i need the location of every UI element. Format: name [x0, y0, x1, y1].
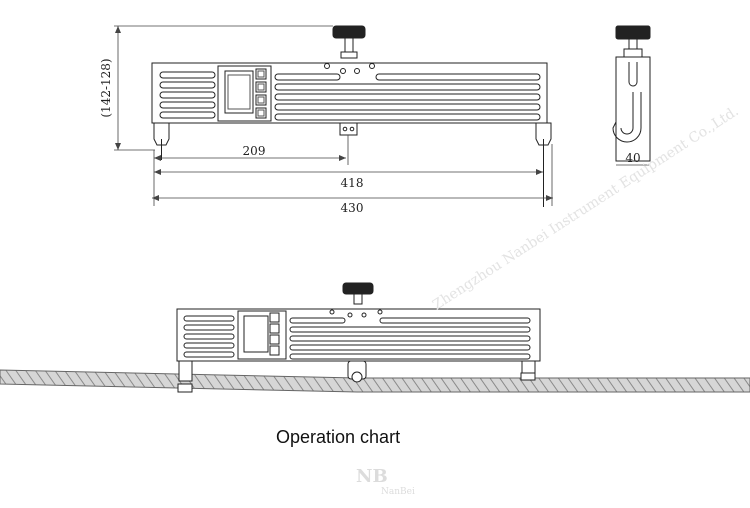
- dimension-lines: [114, 25, 650, 206]
- wire-rope: [0, 369, 750, 393]
- total-length-dimension-label: 430: [341, 201, 364, 215]
- right-slots: [274, 73, 541, 121]
- side-width-dimension-label: 40: [625, 151, 640, 165]
- operation-knob-icon: [342, 282, 374, 295]
- operation-view: [0, 282, 750, 393]
- span-dimension-label: 418: [341, 176, 364, 190]
- front-view-drawing: [151, 25, 552, 207]
- operation-body: [176, 308, 541, 362]
- display-panel: [217, 65, 272, 122]
- dimension-arrows: [115, 26, 553, 201]
- left-foot: [153, 122, 170, 146]
- operation-chart-caption: Operation chart: [276, 427, 401, 447]
- side-view-drawing: [612, 25, 651, 162]
- nb-logo-subtext: NanBei: [381, 487, 415, 497]
- right-foot: [535, 122, 552, 146]
- panel-buttons: [255, 68, 267, 119]
- nb-logo: NB: [356, 466, 388, 487]
- half-span-dimension-label: 209: [243, 144, 266, 158]
- height-dimension-label: (142-128): [99, 58, 113, 117]
- knob-icon: [332, 25, 366, 39]
- left-slots: [159, 71, 216, 119]
- lcd-screen: [224, 70, 254, 114]
- center-bracket: [339, 122, 358, 136]
